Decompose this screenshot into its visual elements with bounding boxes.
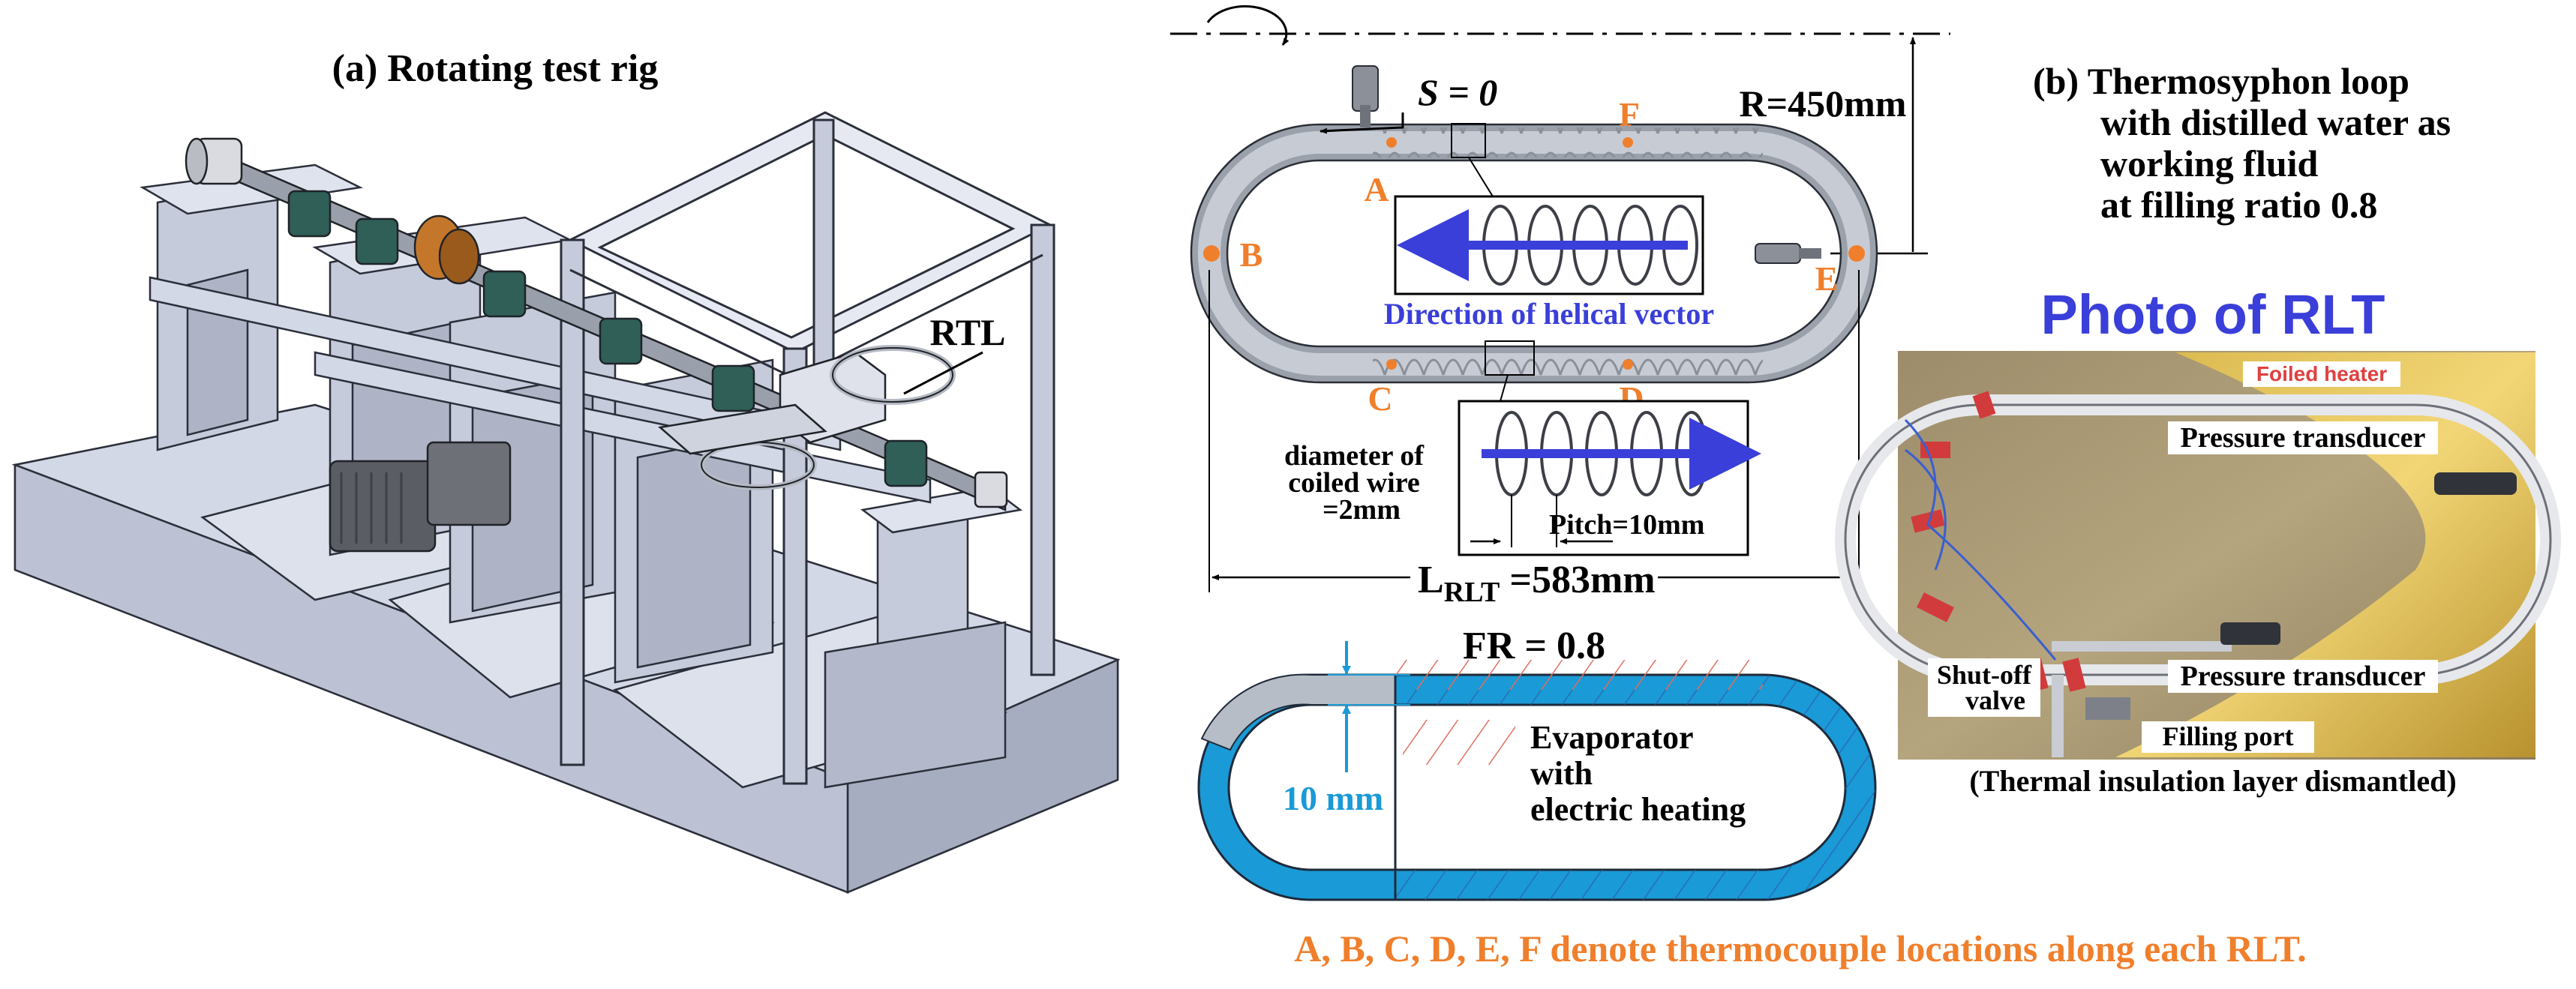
shutoff-valve-label-1: Shut-off bbox=[1937, 660, 2032, 690]
photo-valve-icon bbox=[2085, 697, 2130, 720]
evaporator-legend-swatch bbox=[1403, 720, 1515, 765]
rotation-arrow-icon bbox=[1206, 4, 1290, 46]
length-label: LRLT =583mm bbox=[1418, 559, 1656, 608]
pressure-transducer-label-1: Pressure transducer bbox=[2181, 422, 2426, 454]
thermocouple-e-marker bbox=[1848, 245, 1865, 262]
fill-vapor-region bbox=[1200, 673, 1396, 751]
wire-diameter-line-2: coiled wire bbox=[1288, 467, 1420, 499]
panel-b-title-line-4: at filling ratio 0.8 bbox=[2100, 184, 2377, 226]
radius-label: R=450mm bbox=[1740, 82, 1907, 124]
point-a-label: A bbox=[1364, 170, 1389, 208]
panel-b-title-line-3: working fluid bbox=[2100, 142, 2319, 184]
coil-wire-bottom bbox=[1373, 349, 1763, 379]
rtl-label: RTL bbox=[929, 311, 1005, 353]
panel-b-title-line-1: (b) Thermosyphon loop bbox=[2033, 60, 2409, 102]
wire-diameter-line-1: diameter of bbox=[1284, 440, 1425, 472]
evaporator-line-3: electric heating bbox=[1530, 791, 1746, 828]
thermocouple-d-marker bbox=[1623, 359, 1633, 370]
coil-wire-top bbox=[1373, 127, 1763, 157]
s-zero-label: S = 0 bbox=[1418, 71, 1497, 113]
loop-diagram: R=450mm S = 0 bbox=[1170, 4, 1950, 608]
photo-transducer-right-icon bbox=[2434, 472, 2517, 495]
transducer-right-icon bbox=[1755, 243, 1801, 264]
photo-title: Photo of RLT bbox=[2041, 283, 2385, 346]
photo-caption: (Thermal insulation layer dismantled) bbox=[1969, 764, 2456, 798]
point-f-label: F bbox=[1619, 95, 1640, 133]
zoom-box-top bbox=[1451, 123, 1486, 158]
evaporator-line-2: with bbox=[1530, 755, 1593, 792]
fill-ratio-diagram: FR = 0.8 10 mm Evaporator with electric … bbox=[1197, 625, 1877, 901]
point-b-label: B bbox=[1240, 235, 1263, 274]
zoom-box-bottom bbox=[1485, 340, 1535, 376]
rtl-leader-line bbox=[903, 351, 983, 395]
thermocouple-markers bbox=[1203, 137, 1865, 370]
rig-shaft-assembly bbox=[185, 137, 1008, 511]
foiled-heater-label: Foiled heater bbox=[2256, 362, 2387, 385]
helix-inset bbox=[1394, 195, 1704, 295]
pitch-inset: Pitch=10mm bbox=[1458, 400, 1761, 556]
evaporator-hatch-ring bbox=[1395, 675, 1875, 900]
photo-transducer-bottom-icon bbox=[2220, 622, 2280, 645]
panel-a-title: (a) Rotating test rig bbox=[332, 47, 659, 90]
point-c-label: C bbox=[1368, 379, 1392, 418]
point-e-label: E bbox=[1815, 259, 1839, 298]
transducer-top-icon bbox=[1352, 65, 1379, 112]
thermocouple-a-marker bbox=[1386, 137, 1397, 148]
panel-b: (b) Thermosyphon loop with distilled wat… bbox=[1835, 60, 2561, 798]
panel-a-rotating-rig: (a) Rotating test rig bbox=[11, 47, 1121, 894]
pressure-transducer-label-2: Pressure transducer bbox=[2181, 661, 2426, 692]
rig-beams bbox=[149, 276, 932, 504]
thickness-label: 10 mm bbox=[1283, 779, 1383, 817]
thermocouple-footnote: A, B, C, D, E, F denote thermocouple loc… bbox=[1294, 928, 2307, 970]
thermocouple-b-marker bbox=[1203, 245, 1220, 262]
thermocouple-f-marker bbox=[1623, 137, 1633, 148]
rig-motor bbox=[329, 441, 512, 553]
helical-caption: Direction of helical vector bbox=[1384, 297, 1714, 331]
filling-port-label: Filling port bbox=[2162, 721, 2293, 751]
rlt-photo: Foiled heater Pressure transducer Pressu… bbox=[1835, 351, 2561, 760]
wire-diameter-line-3: =2mm bbox=[1323, 494, 1401, 526]
shutoff-valve-label-2: valve bbox=[1965, 685, 2025, 715]
rtl-callout: RTL bbox=[903, 311, 1006, 395]
panel-b-title-line-2: with distilled water as bbox=[2100, 101, 2451, 143]
thermocouple-c-marker bbox=[1386, 359, 1397, 370]
pitch-label: Pitch=10mm bbox=[1549, 509, 1704, 541]
evaporator-line-1: Evaporator bbox=[1530, 719, 1694, 756]
